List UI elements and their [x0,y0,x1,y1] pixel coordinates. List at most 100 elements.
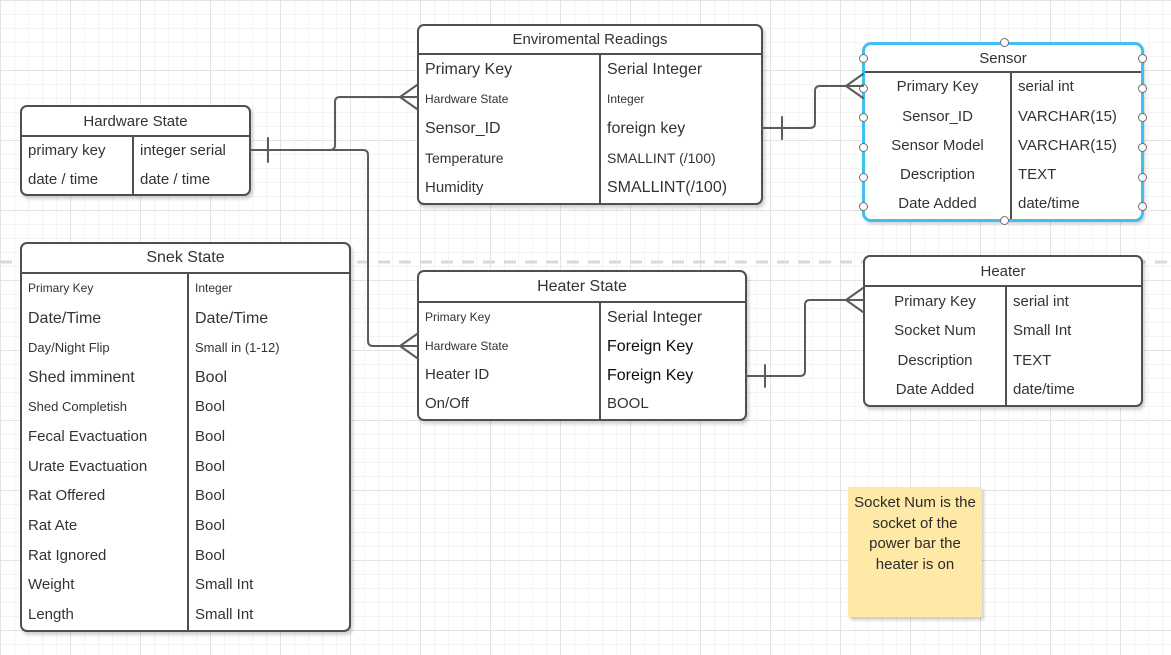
table-row[interactable]: Rat Ate Bool [22,511,349,541]
table-row[interactable]: Date Added date/time [865,376,1141,406]
entity-body: Primary Key serial int Sensor_ID VARCHAR… [865,73,1141,219]
field-type: Serial Integer [607,308,703,326]
table-row[interactable]: Rat Offered Bool [22,482,349,512]
selection-handle[interactable] [1000,216,1009,225]
table-row[interactable]: Humidity SMALLINT(/100) [419,173,761,203]
entity-snek-state[interactable]: Snek State Primary Key Integer Date/Time… [20,242,351,632]
entity-title: Heater [865,257,1141,287]
table-row[interactable]: Primary Key Serial Integer [419,303,745,332]
field-type: TEXT [1013,352,1052,369]
table-row[interactable]: date / time date / time [22,166,249,195]
field-type: Small in (1-12) [195,341,280,356]
table-row[interactable]: Hardware State Foreign Key [419,332,745,361]
table-row[interactable]: Date/Time Date/Time [22,304,349,334]
field-name: Description [897,352,973,369]
selection-handle[interactable] [1138,54,1147,63]
selection-handle[interactable] [1138,113,1147,122]
table-row[interactable]: Rat Ignored Bool [22,541,349,571]
table-row[interactable]: Date Added date/time [865,190,1141,219]
sticky-note-text: Socket Num is the socket of the power ba… [854,494,976,573]
entity-enviromental-readings[interactable]: Enviromental Readings Primary Key Serial… [417,24,763,205]
table-row[interactable]: Shed Completish Bool [22,393,349,423]
field-name: Hardware State [425,339,509,353]
table-row[interactable]: Weight Small Int [22,571,349,601]
field-type: date/time [1018,196,1080,213]
field-type: SMALLINT (/100) [607,150,716,166]
field-name: Humidity [425,179,484,196]
selection-handle[interactable] [1138,84,1147,93]
field-type: SMALLINT(/100) [607,179,728,197]
table-row[interactable]: Description TEXT [865,346,1141,376]
field-type: Small Int [195,606,254,623]
table-row[interactable]: Primary Key serial int [865,287,1141,317]
table-row[interactable]: Heater ID Foreign Key [419,361,745,390]
table-row[interactable]: Shed imminent Bool [22,363,349,393]
column-divider [599,303,601,419]
selection-handle[interactable] [859,54,868,63]
field-type: Small Int [195,577,254,594]
selection-handle[interactable] [1138,143,1147,152]
selection-handle[interactable] [1000,38,1009,47]
column-divider [1010,73,1012,219]
field-name: Rat Offered [28,488,106,505]
table-row[interactable]: On/Off BOOL [419,390,745,419]
selection-handle[interactable] [1138,173,1147,182]
crowsfoot-many-icon [399,333,418,359]
field-name: Day/Night Flip [28,341,110,356]
field-name: Sensor_ID [902,108,973,125]
entity-hardware-state[interactable]: Hardware State primary key integer seria… [20,105,251,196]
field-name: Length [28,606,74,623]
selection-handle[interactable] [859,113,868,122]
table-row[interactable]: primary key integer serial [22,137,249,166]
table-row[interactable]: Fecal Evactuation Bool [22,422,349,452]
table-row[interactable]: Urate Evactuation Bool [22,452,349,482]
table-row[interactable]: Sensor_ID foreign key [419,114,761,144]
entity-body: Primary Key Integer Date/Time Date/Time … [22,274,349,630]
field-name: Primary Key [894,293,976,310]
selection-handle[interactable] [1138,202,1147,211]
entity-heater[interactable]: Heater Primary Key serial int Socket Num… [863,255,1143,407]
entity-body: Primary Key serial int Socket Num Small … [865,287,1141,405]
field-type: VARCHAR(15) [1018,108,1117,125]
entity-body: Primary Key Serial Integer Hardware Stat… [419,303,745,419]
table-row[interactable]: Primary Key Integer [22,274,349,304]
selection-handle[interactable] [859,202,868,211]
field-type: Foreign Key [607,366,694,384]
field-name: Urate Evactuation [28,458,148,475]
field-type: Foreign Key [607,337,694,355]
selection-handle[interactable] [859,84,868,93]
entity-title: Enviromental Readings [419,26,761,55]
table-row[interactable]: Primary Key serial int [865,73,1141,102]
table-row[interactable]: Length Small Int [22,600,349,630]
field-type: Small Int [1013,323,1072,339]
field-type: TEXT [1018,166,1057,183]
field-type: Bool [195,547,226,564]
field-name: Shed Completish [28,400,127,415]
entity-heater-state[interactable]: Heater State Primary Key Serial Integer … [417,270,747,421]
field-type: Bool [195,488,226,505]
field-name: Rat Ignored [28,547,107,564]
field-name: Rat Ate [28,517,78,534]
table-row[interactable]: Sensor_ID VARCHAR(15) [865,102,1141,131]
field-name: Primary Key [425,61,513,78]
crowsfoot-many-icon [399,84,418,110]
table-row[interactable]: Temperature SMALLINT (/100) [419,144,761,174]
table-row[interactable]: Day/Night Flip Small in (1-12) [22,333,349,363]
table-row[interactable]: Hardware State Integer [419,85,761,115]
column-divider [1005,287,1007,405]
table-row[interactable]: Primary Key Serial Integer [419,55,761,85]
field-name: Primary Key [896,79,979,96]
table-row[interactable]: Sensor Model VARCHAR(15) [865,131,1141,160]
field-type: Bool [195,399,226,416]
sticky-note[interactable]: Socket Num is the socket of the power ba… [848,487,982,617]
selection-handle[interactable] [859,173,868,182]
field-name: Heater ID [425,367,490,384]
table-row[interactable]: Socket Num Small Int [865,317,1141,347]
connector-heaterstate-heater [746,299,864,377]
entity-sensor[interactable]: Sensor Primary Key serial int Sensor_ID … [859,38,1147,225]
table-row[interactable]: Description TEXT [865,161,1141,190]
field-name: Temperature [425,150,504,166]
field-name: Primary Key [425,310,491,324]
selection-handle[interactable] [859,143,868,152]
